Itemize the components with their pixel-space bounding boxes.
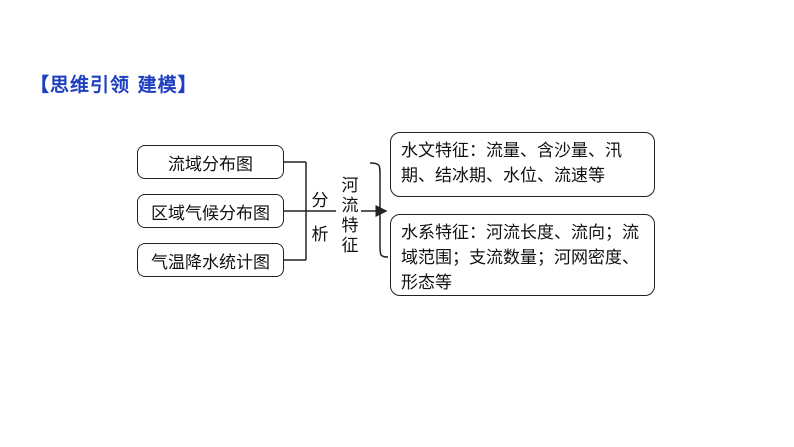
result-box-hydrology: 水文特征：流量、含沙量、汛期、结冰期、水位、流速等 [390,132,655,197]
source-box-watershed-map: 流域分布图 [137,145,284,179]
bracket-right [369,162,389,258]
section-heading: 【思维引领 建模】 [30,74,198,96]
source-box-temperature-chart: 气温降水统计图 [137,243,284,277]
result-box-river-system: 水系特征：河流长度、流向；流域范围；支流数量；河网密度、形态等 [390,214,655,296]
analysis-label: 分析 [311,191,329,245]
source-box-climate-map: 区域气候分布图 [137,194,284,228]
river-features-label: 河流特征 [341,176,359,256]
